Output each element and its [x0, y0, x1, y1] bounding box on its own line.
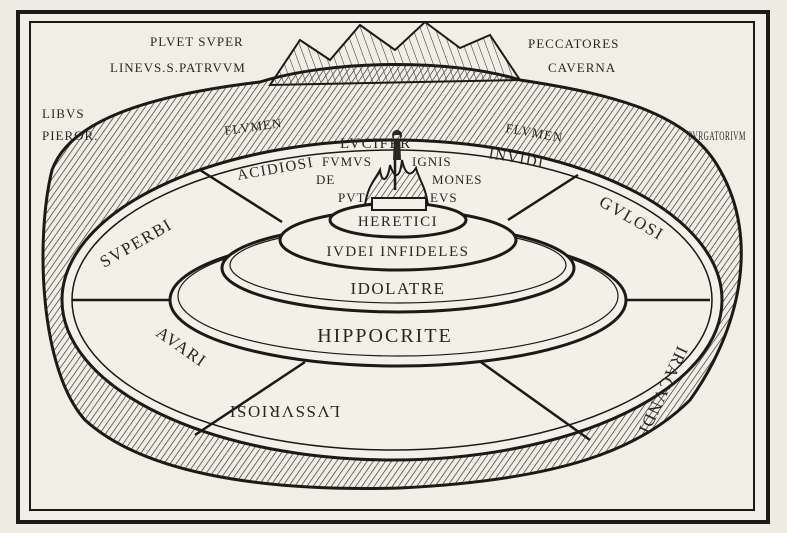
- label-purgatorium: PVRGATORIVM: [688, 128, 746, 143]
- label-pluit-super: PLVET SVPER: [150, 34, 244, 49]
- mountain-peak: [268, 20, 522, 87]
- label-heretici: HERETICI: [358, 214, 438, 230]
- label-mones: MONES: [432, 172, 483, 187]
- label-puteus-right: EVS: [430, 190, 458, 205]
- label-limbus-puerorum-2: PIEROR.: [42, 128, 98, 143]
- inner-border: [29, 21, 755, 511]
- label-caverna: CAVERNA: [548, 60, 616, 75]
- pit-rim: [371, 197, 427, 211]
- label-de: DE: [316, 172, 335, 187]
- label-idolatre: IDOLATRE: [350, 279, 445, 298]
- label-ignis: IGNIS: [412, 154, 452, 169]
- label-peccatores: PECCATORES: [528, 36, 619, 51]
- pit-flames: [363, 159, 430, 206]
- label-puteus-left: PVT: [338, 190, 366, 205]
- label-limbus-patruum: LINEVS.S.PATRVVM: [110, 60, 246, 75]
- label-fumus: FVMVS: [322, 154, 372, 169]
- lucifer-figure: [392, 130, 403, 160]
- label-lussuriosi: LVSSVRIOSI: [228, 402, 340, 421]
- label-iudei-infideles: IVDEI INFIDELES: [327, 244, 470, 260]
- label-hippocrite: HIPPOCRITE: [317, 325, 453, 347]
- label-limbus-puerorum-1: LIBVS: [42, 106, 85, 121]
- label-lucifer: LVCIFER: [340, 136, 412, 152]
